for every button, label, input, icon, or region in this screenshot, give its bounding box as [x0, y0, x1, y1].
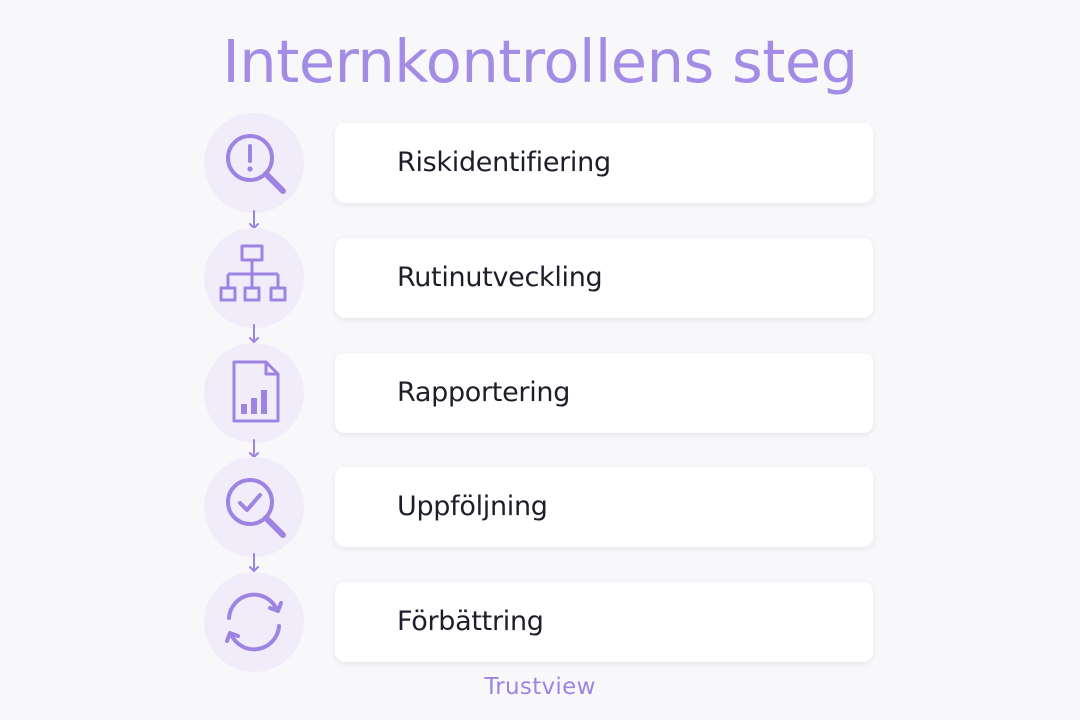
brand-logo: Trustview — [484, 674, 596, 700]
refresh-cycle-icon — [225, 592, 283, 652]
arrow-down-icon — [249, 553, 259, 572]
step-card: Uppföljning — [335, 467, 873, 547]
arrow-down-icon — [249, 324, 259, 343]
page-title: Internkontrollens steg — [222, 27, 858, 96]
org-chart-icon — [219, 244, 287, 302]
step-uppfoljning: Uppföljning — [0, 457, 1080, 557]
magnifier-check-icon — [226, 478, 286, 538]
step-label: Rapportering — [397, 377, 571, 408]
step-rutinutveckling: Rutinutveckling — [0, 228, 1080, 328]
step-card: Riskidentifiering — [335, 123, 873, 203]
step-label: Riskidentifiering — [397, 147, 611, 178]
step-label: Rutinutveckling — [397, 262, 603, 293]
step-forbattring: Förbättring — [0, 572, 1080, 672]
step-icon-circle — [204, 343, 304, 443]
step-icon-circle — [204, 457, 304, 557]
report-document-icon — [232, 360, 280, 423]
magnifier-exclamation-icon — [226, 134, 286, 194]
step-card: Förbättring — [335, 582, 873, 662]
step-icon-circle — [204, 572, 304, 672]
step-label: Förbättring — [397, 606, 544, 637]
step-rapportering: Rapportering — [0, 343, 1080, 443]
step-card: Rutinutveckling — [335, 238, 873, 318]
step-icon-circle — [204, 113, 304, 213]
step-icon-circle — [204, 228, 304, 328]
step-label: Uppföljning — [397, 491, 548, 522]
step-card: Rapportering — [335, 353, 873, 433]
step-riskidentifiering: Riskidentifiering — [0, 113, 1080, 213]
